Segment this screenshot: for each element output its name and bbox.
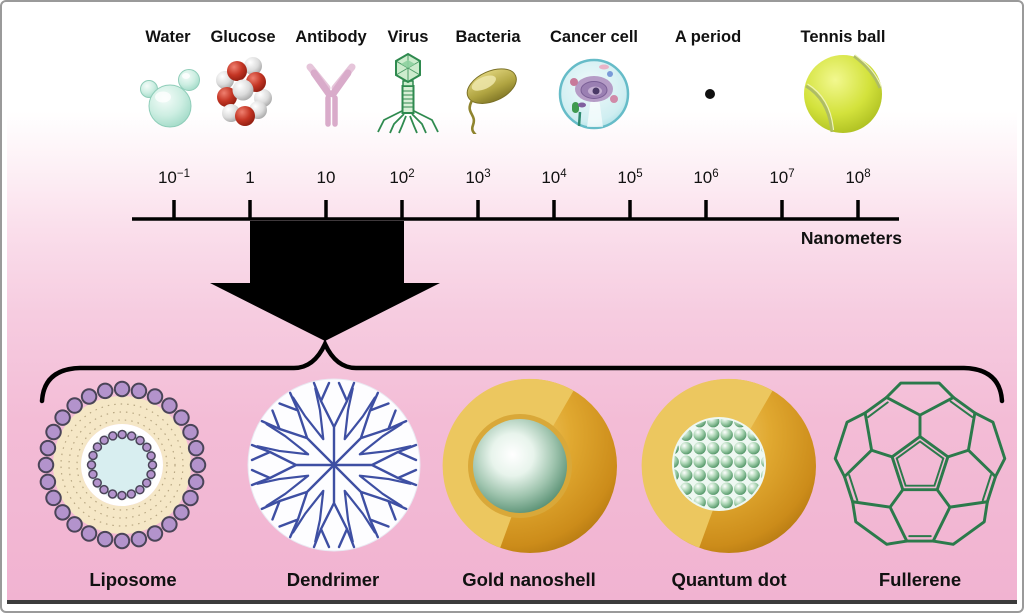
object-label: Bacteria	[455, 28, 521, 46]
object-label: Antibody	[295, 28, 367, 46]
scale-object-period: A period	[658, 28, 758, 134]
nanoparticle-label: Quantum dot	[671, 569, 787, 590]
object-label: Water	[145, 28, 191, 46]
antibody-icon	[306, 63, 356, 127]
nanoparticle-label: Liposome	[89, 569, 177, 590]
axis-unit-label: Nanometers	[800, 228, 902, 248]
period-dot-icon	[705, 89, 715, 99]
cancer-cell-icon	[558, 58, 630, 130]
bacteria-icon	[466, 68, 517, 134]
quantum-dot-icon	[641, 378, 816, 553]
object-label: A period	[674, 28, 742, 46]
object-label: Cancer cell	[549, 28, 639, 46]
virus-icon	[377, 52, 439, 134]
tick-label: 105	[617, 168, 643, 187]
tick-label: 108	[845, 168, 871, 187]
liposome-icon	[37, 380, 207, 550]
nanoparticle-label: Dendrimer	[286, 569, 380, 590]
tick-label: 10−1	[157, 168, 191, 187]
object-label: Virus	[387, 28, 429, 46]
tick-label: 103	[465, 168, 491, 187]
object-label: Tennis ball	[800, 28, 886, 46]
nanoparticle-label: Gold nanoshell	[462, 569, 596, 590]
tick-label: 104	[541, 168, 567, 187]
scale-object-glucose: Glucose	[193, 28, 293, 134]
scale-object-virus: Virus	[358, 28, 458, 134]
tick-label: 102	[389, 168, 415, 187]
tick-label: 107	[769, 168, 795, 187]
tennis-ball-icon	[804, 54, 882, 133]
scale-object-water: Water	[118, 28, 218, 134]
nanoparticle-label: Fullerene	[878, 569, 962, 590]
tick-label: 106	[693, 168, 719, 187]
gold-nanoshell-icon	[442, 378, 617, 553]
scale-object-antibody: Antibody	[281, 28, 381, 134]
fullerene-icon	[833, 381, 1007, 546]
water-molecule-icon	[140, 69, 200, 128]
object-label: Glucose	[210, 28, 276, 46]
tick-label: 10	[316, 168, 336, 187]
scale-object-cancer-cell: Cancer cell	[544, 28, 644, 134]
scale-object-tennis-ball: Tennis ball	[793, 28, 893, 134]
tick-label: 1	[245, 168, 255, 187]
dendrimer-icon	[247, 378, 421, 552]
glucose-molecule-icon	[216, 57, 272, 126]
scale-object-bacteria: Bacteria	[438, 28, 538, 134]
